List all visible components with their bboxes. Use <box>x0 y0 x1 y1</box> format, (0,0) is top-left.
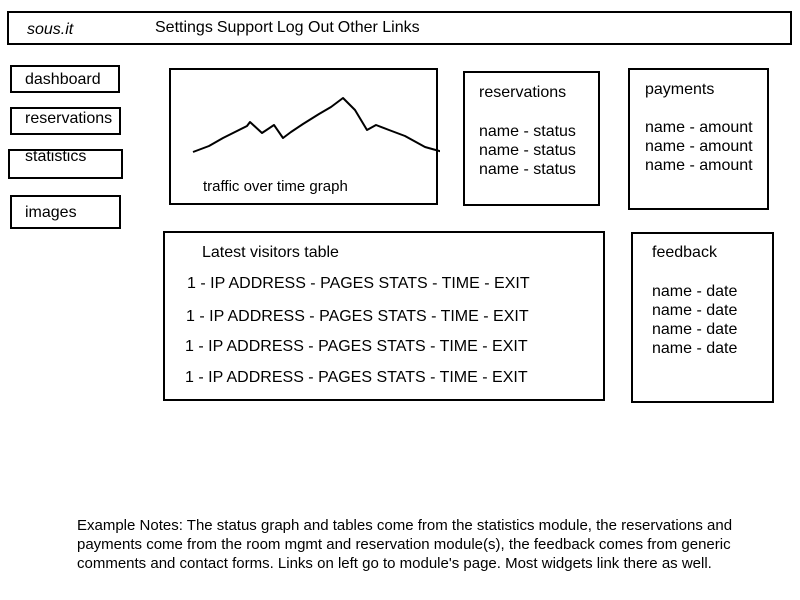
traffic-graph <box>192 97 440 153</box>
sidebar-item-dashboard[interactable]: dashboard <box>10 65 120 93</box>
reservations-widget[interactable]: reservations name - status name - status… <box>463 71 600 206</box>
list-item[interactable]: name - status <box>479 123 576 140</box>
sidebar-item-statistics[interactable]: statistics <box>8 148 123 179</box>
reservations-list: name - status name - status name - statu… <box>479 122 576 179</box>
payments-widget-title: payments <box>645 81 715 98</box>
payments-widget[interactable]: payments name - amount name - amount nam… <box>628 68 769 210</box>
list-item[interactable]: name - status <box>479 161 576 178</box>
traffic-graph-widget[interactable]: traffic over time graph <box>169 68 440 205</box>
brand-logo[interactable]: sous.it <box>27 21 74 38</box>
top-nav: Settings Support Log Out Other Links <box>155 19 420 37</box>
latest-visitors-widget[interactable]: Latest visitors table 1 - IP ADDRESS - P… <box>163 231 605 401</box>
table-row[interactable]: 1 - IP ADDRESS - PAGES STATS - TIME - EX… <box>185 369 528 386</box>
nav-link-log-out[interactable]: Log Out <box>276 19 334 36</box>
sidebar-item-images[interactable]: images <box>10 195 121 229</box>
feedback-widget[interactable]: feedback name - date name - date name - … <box>631 232 774 403</box>
example-notes: Example Notes: The status graph and tabl… <box>77 517 733 572</box>
sidebar-item-reservations[interactable]: reservations <box>10 107 121 135</box>
table-row[interactable]: 1 - IP ADDRESS - PAGES STATS - TIME - EX… <box>185 338 528 355</box>
sidebar-item-label: images <box>25 204 77 221</box>
list-item[interactable]: name - amount <box>645 138 753 155</box>
reservations-widget-title: reservations <box>479 84 567 101</box>
feedback-widget-title: feedback <box>652 244 717 261</box>
table-row[interactable]: 1 - IP ADDRESS - PAGES STATS - TIME - EX… <box>186 308 529 325</box>
nav-link-other-links[interactable]: Other Links <box>337 19 420 36</box>
sidebar-item-label: reservations <box>25 110 113 127</box>
list-item[interactable]: name - date <box>652 283 738 300</box>
list-item[interactable]: name - date <box>652 302 738 319</box>
payments-list: name - amount name - amount name - amoun… <box>645 118 753 175</box>
traffic-graph-line <box>192 97 440 153</box>
sidebar-item-label: dashboard <box>25 71 101 88</box>
list-item[interactable]: name - date <box>652 340 738 357</box>
list-item[interactable]: name - status <box>479 142 576 159</box>
nav-link-settings[interactable]: Settings <box>155 19 213 36</box>
sidebar-item-label: statistics <box>25 148 87 165</box>
list-item[interactable]: name - amount <box>645 157 753 174</box>
table-row[interactable]: 1 - IP ADDRESS - PAGES STATS - TIME - EX… <box>187 275 530 292</box>
list-item[interactable]: name - amount <box>645 119 753 136</box>
list-item[interactable]: name - date <box>652 321 738 338</box>
feedback-list: name - date name - date name - date name… <box>652 282 737 358</box>
header-bar: sous.it Settings Support Log Out Other L… <box>7 11 792 45</box>
traffic-graph-caption: traffic over time graph <box>203 178 348 195</box>
nav-link-support[interactable]: Support <box>216 19 273 36</box>
latest-visitors-title: Latest visitors table <box>202 244 339 261</box>
